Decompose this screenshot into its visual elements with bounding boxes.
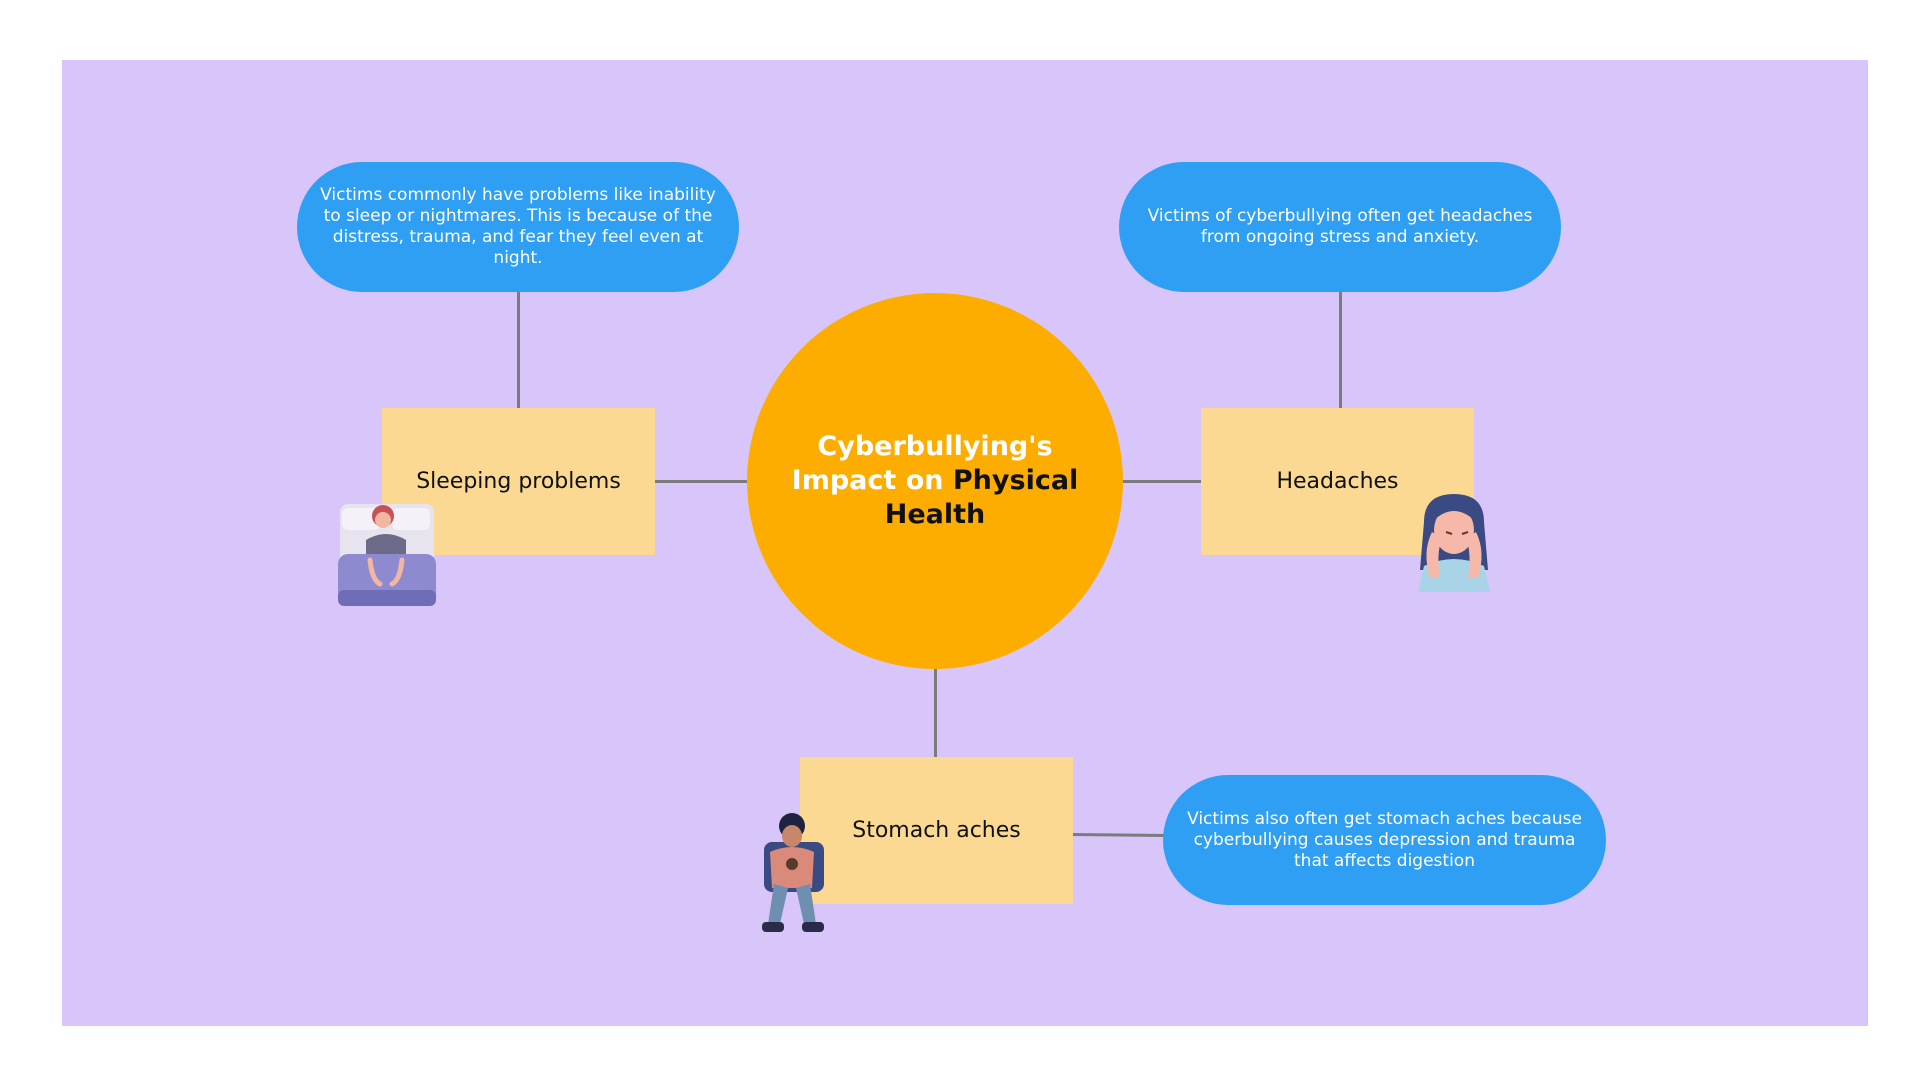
connector-stomach-center bbox=[934, 669, 937, 757]
connector-head-pill bbox=[1339, 292, 1342, 408]
sleeping-description-text: Victims commonly have problems like inab… bbox=[320, 185, 716, 268]
center-title-dark: Physical Health bbox=[884, 465, 1079, 530]
headache-woman-illustration bbox=[1418, 494, 1490, 592]
connector-stomach-pill bbox=[1071, 833, 1165, 837]
stomach-description-pill: Victims also often get stomach aches bec… bbox=[1163, 775, 1606, 905]
headaches-description-pill: Victims of cyberbullying often get heada… bbox=[1119, 162, 1561, 292]
stomach-aches-label: Stomach aches bbox=[852, 818, 1021, 843]
stomach-description-text: Victims also often get stomach aches bec… bbox=[1187, 808, 1582, 871]
sleeping-description-pill: Victims commonly have problems like inab… bbox=[297, 162, 739, 292]
headaches-description-text: Victims of cyberbullying often get heada… bbox=[1147, 206, 1533, 247]
stomach-ache-man-illustration bbox=[762, 813, 824, 932]
diagram-canvas: Victims commonly have problems like inab… bbox=[62, 60, 1868, 1026]
stomach-aches-box: Stomach aches bbox=[800, 757, 1073, 904]
connector-sleep-pill bbox=[517, 292, 520, 408]
connector-head-center bbox=[1122, 480, 1201, 483]
connector-sleep-center bbox=[655, 480, 748, 483]
sleeping-woman-illustration bbox=[338, 504, 436, 606]
center-topic-circle: Cyberbullying's Impact on Physical Healt… bbox=[747, 293, 1123, 669]
headaches-label: Headaches bbox=[1276, 469, 1399, 494]
center-title: Cyberbullying's Impact on Physical Healt… bbox=[790, 430, 1080, 532]
sleeping-problems-label: Sleeping problems bbox=[416, 469, 621, 494]
center-title-white: Cyberbullying's Impact on bbox=[791, 431, 1053, 496]
